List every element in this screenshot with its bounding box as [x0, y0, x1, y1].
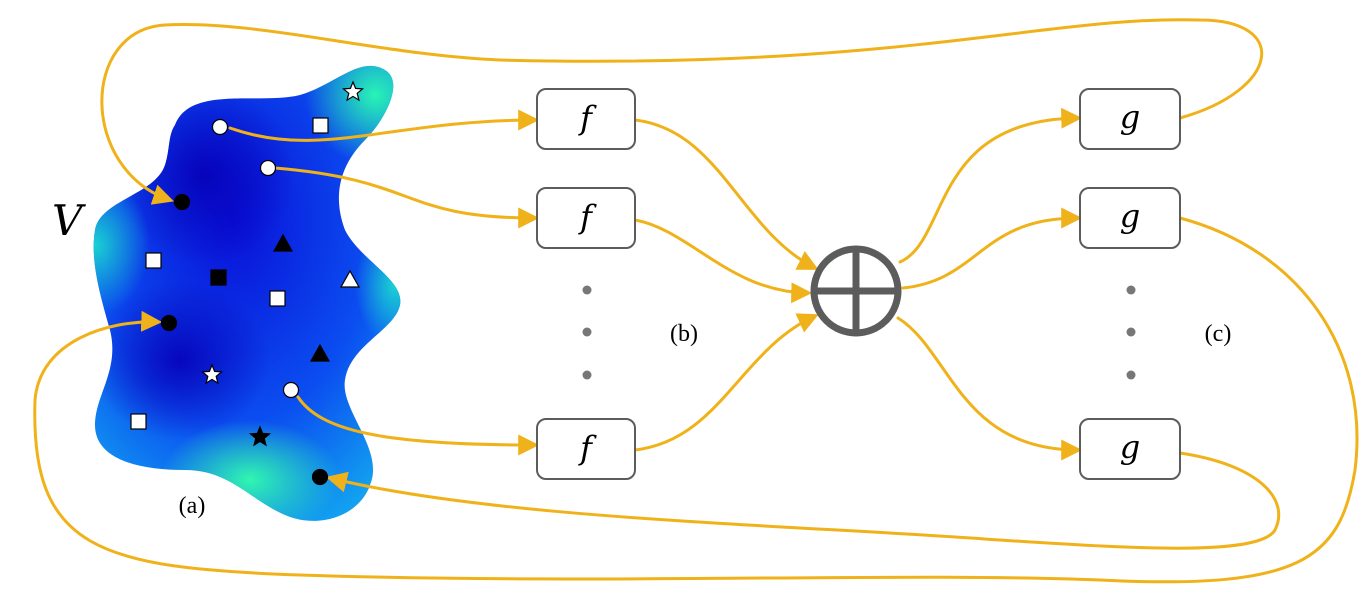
edge-f3-to-sum: [633, 313, 819, 452]
ellipsis-f: [582, 285, 592, 380]
g-box-3-label: g: [1120, 428, 1140, 466]
node-black-circle: [173, 193, 191, 211]
g-box-2: g: [1079, 187, 1181, 249]
edge-sum-to-g2: [901, 207, 1083, 290]
node-white-square: [312, 117, 329, 134]
f-box-2: f: [536, 187, 636, 249]
node-white-circle: [282, 381, 300, 399]
node-white-square: [269, 290, 286, 307]
edge-f1-to-sum: [633, 118, 819, 270]
edge-g2-to-node: [33, 216, 1359, 584]
node-black-circle: [160, 314, 178, 332]
node-white-square: [130, 413, 147, 430]
g-box-1: g: [1079, 88, 1181, 150]
node-black-triangle: [309, 343, 331, 362]
edge-node-to-f3: [296, 395, 540, 456]
panel-label-a: (a): [179, 493, 206, 519]
node-white-star: [200, 363, 224, 385]
f-box-1: f: [536, 88, 636, 150]
edge-node-to-f2: [273, 166, 540, 229]
ellipsis-g: [1126, 285, 1136, 380]
panel-label-b: (b): [670, 321, 698, 347]
nodes: [130, 80, 365, 486]
edge-node-to-f1: [228, 109, 540, 142]
g-box-2-label: g: [1120, 197, 1140, 235]
node-white-triangle: [339, 269, 361, 288]
node-white-square: [145, 252, 162, 269]
g-box-3: g: [1079, 418, 1181, 480]
edge-f2-to-sum: [633, 218, 813, 304]
g-box-1-label: g: [1120, 98, 1140, 136]
node-black-star: [248, 425, 272, 447]
edge-sum-to-g3: [896, 316, 1083, 461]
edge-g1-to-node: [100, 18, 1264, 205]
edge-g3-to-node: [325, 451, 1281, 550]
node-white-star: [341, 80, 365, 102]
f-box-3: f: [536, 418, 636, 480]
panel-label-c: (c): [1205, 321, 1232, 347]
connections: [33, 18, 1359, 584]
set-v-label: V: [52, 196, 86, 245]
node-black-circle: [311, 468, 329, 486]
edge-sum-to-g1: [898, 107, 1083, 264]
node-black-square: [210, 269, 227, 286]
aggregator-sum-icon: [810, 245, 902, 337]
node-white-circle: [259, 159, 277, 177]
node-black-triangle: [272, 233, 294, 252]
node-white-circle: [211, 118, 229, 136]
